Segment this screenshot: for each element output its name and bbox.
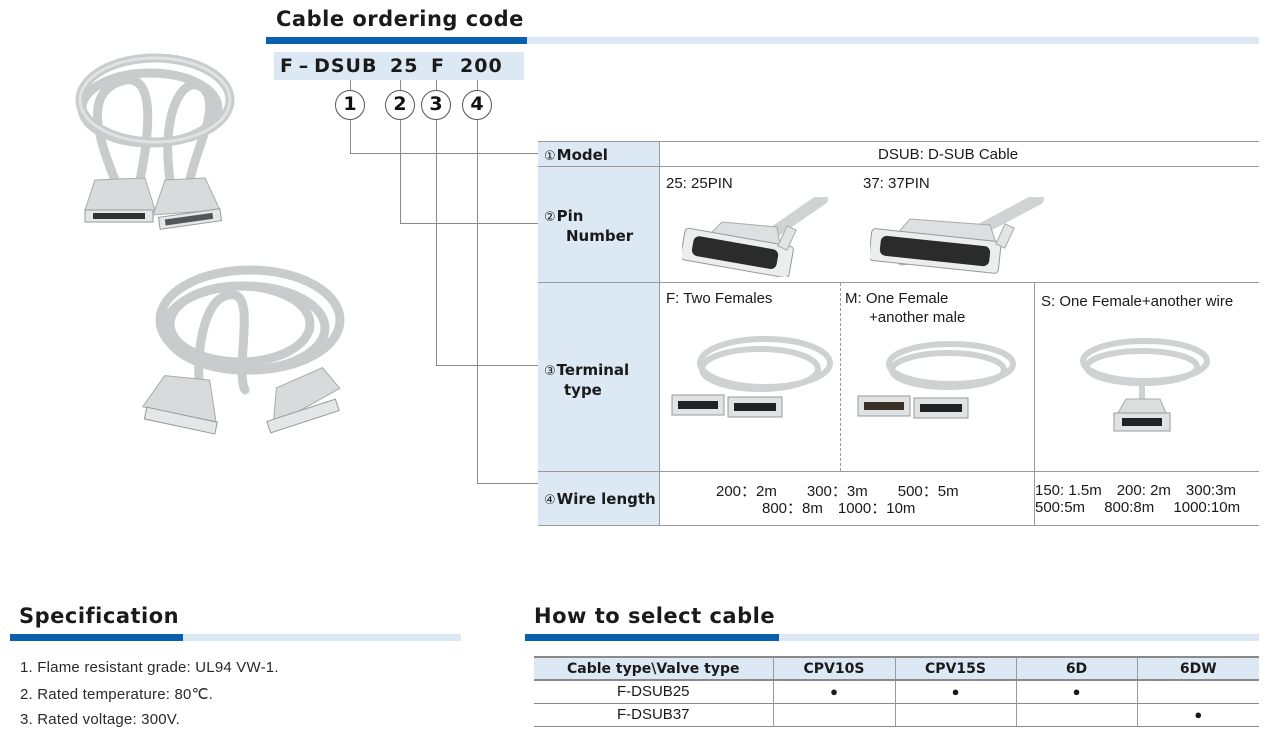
- terminal-option-label: S: One Female+another wire: [1041, 293, 1234, 310]
- row-label-terminal: ③Terminal type: [538, 283, 660, 471]
- terminal-option-m: M: One Female +another male: [841, 283, 1035, 471]
- code-part-model: F – DSUB: [280, 55, 378, 77]
- spec-item: 3. Rated voltage: 300V.: [20, 711, 180, 728]
- length-options-line: 500:5m 800:8m 1000:10m: [1035, 499, 1241, 516]
- header-cpv15s: CPV15S: [894, 657, 1016, 680]
- specification-title: Specification: [19, 604, 180, 628]
- compat-dot: ●: [1136, 703, 1259, 726]
- circle-marker-1: 1: [335, 90, 365, 120]
- compat-dot: [1015, 703, 1137, 726]
- ordering-title-rule: [266, 37, 1259, 44]
- compat-dot: [894, 703, 1016, 726]
- row-number: ④: [544, 493, 556, 508]
- length-options-line: 150: 1.5m 200: 2m 300:3m: [1035, 482, 1236, 499]
- two-females-cable-image: [671, 336, 833, 418]
- connector-line: [400, 80, 401, 90]
- female-wire-cable-image: [1080, 338, 1210, 432]
- terminal-option-f: F: Two Females: [660, 283, 841, 471]
- connector-line: [477, 80, 478, 90]
- female-male-cable-image: [857, 341, 1016, 419]
- spec-item: 2. Rated temperature: 80℃.: [20, 686, 213, 703]
- select-cable-title: How to select cable: [534, 604, 776, 628]
- row-number: ①: [544, 149, 556, 164]
- circle-marker-2: 2: [385, 90, 415, 120]
- compat-dot: ●: [894, 680, 1016, 703]
- dsub-37-connector-image: [870, 197, 1044, 274]
- length-options-s: 150: 1.5m 200: 2m 300:3m 500:5m 800:8m 1…: [1035, 472, 1259, 525]
- specification-title-rule: [10, 634, 461, 641]
- select-cable-title-rule: [525, 634, 1259, 641]
- dsub-25-connector-image: [682, 197, 828, 277]
- code-banner: [274, 52, 524, 80]
- row-model: ①Model DSUB: D-SUB Cable: [538, 141, 1259, 166]
- terminal-option-s: S: One Female+another wire: [1035, 283, 1259, 471]
- code-part-pin: 25: [390, 55, 419, 77]
- row-label-model: ①Model: [538, 142, 660, 166]
- terminal-option-label: F: Two Females: [666, 290, 773, 307]
- header-cable-valve-type: Cable type\Valve type: [566, 660, 740, 677]
- select-cable-table: Cable type\Valve type CPV10S CPV15S 6D 6…: [534, 656, 1259, 727]
- header-6dw: 6DW: [1136, 657, 1259, 680]
- length-options-line: 200：2m 300：3m 500：5m: [716, 483, 959, 500]
- connector-line: [436, 80, 437, 90]
- leader-line-3: [436, 120, 437, 365]
- model-value: DSUB: D-SUB Cable: [878, 146, 1019, 163]
- row-number: ②: [544, 210, 556, 225]
- compat-dot: ●: [772, 680, 895, 703]
- terminal-option-label: M: One Female: [845, 290, 949, 307]
- leader-line-4: [477, 120, 478, 483]
- compat-dot: [1136, 680, 1259, 703]
- leader-line-4: [477, 483, 538, 484]
- leader-line-2: [400, 223, 538, 224]
- leader-line-2: [400, 120, 401, 223]
- length-options-fm: 200：2m 300：3m 500：5m 800：8m 1000：10m: [660, 472, 1035, 525]
- row-label-text: Terminal: [556, 361, 630, 379]
- cable-type-cell: F-DSUB37: [616, 706, 690, 723]
- product-photo-37pin: [141, 265, 345, 435]
- header-cpv10s: CPV10S: [772, 657, 895, 680]
- code-part-length: 200: [460, 55, 503, 77]
- pin-option-37: 37: 37PIN: [863, 175, 930, 192]
- leader-line-1: [350, 120, 351, 153]
- cable-type-cell: F-DSUB25: [616, 683, 690, 701]
- spec-item: 1. Flame resistant grade: UL94 VW-1.: [20, 659, 279, 676]
- compat-dot: ●: [1015, 680, 1137, 703]
- row-label-text: Pin: [556, 207, 584, 225]
- product-photo-25pin: [75, 53, 235, 230]
- connector-line: [350, 80, 351, 90]
- row-label-text: Wire length: [556, 490, 656, 508]
- row-label-length: ④Wire length: [538, 472, 660, 525]
- code-part-terminal: F: [431, 55, 445, 77]
- circle-marker-4: 4: [462, 90, 492, 120]
- circle-marker-3: 3: [421, 90, 451, 120]
- row-label-pin: ②Pin Number: [538, 167, 660, 282]
- row-label-text: Model: [556, 146, 608, 164]
- row-wire-length: ④Wire length 200：2m 300：3m 500：5m 800：8m…: [538, 471, 1259, 526]
- table-row: F-DSUB25 ● ● ●: [534, 680, 1259, 703]
- row-label-text: Number: [566, 227, 634, 245]
- pin-option-25: 25: 25PIN: [666, 175, 733, 192]
- row-pin-number: ②Pin Number 25: 25PIN 37: 37PIN: [538, 166, 1259, 282]
- row-terminal-type: ③Terminal type F: Two Females M: One Fem…: [538, 282, 1259, 471]
- ordering-code-title: Cable ordering code: [276, 7, 524, 31]
- length-options-line: 800：8m 1000：10m: [762, 500, 916, 517]
- table-row: F-DSUB37 ●: [534, 703, 1259, 726]
- row-label-text: type: [564, 381, 602, 399]
- leader-line-1: [350, 153, 538, 154]
- table-header-row: Cable type\Valve type CPV10S CPV15S 6D 6…: [534, 657, 1259, 680]
- header-6d: 6D: [1015, 657, 1137, 680]
- row-number: ③: [544, 364, 556, 379]
- terminal-option-label: +another male: [869, 309, 966, 326]
- leader-line-3: [436, 365, 538, 366]
- compat-dot: [772, 703, 895, 726]
